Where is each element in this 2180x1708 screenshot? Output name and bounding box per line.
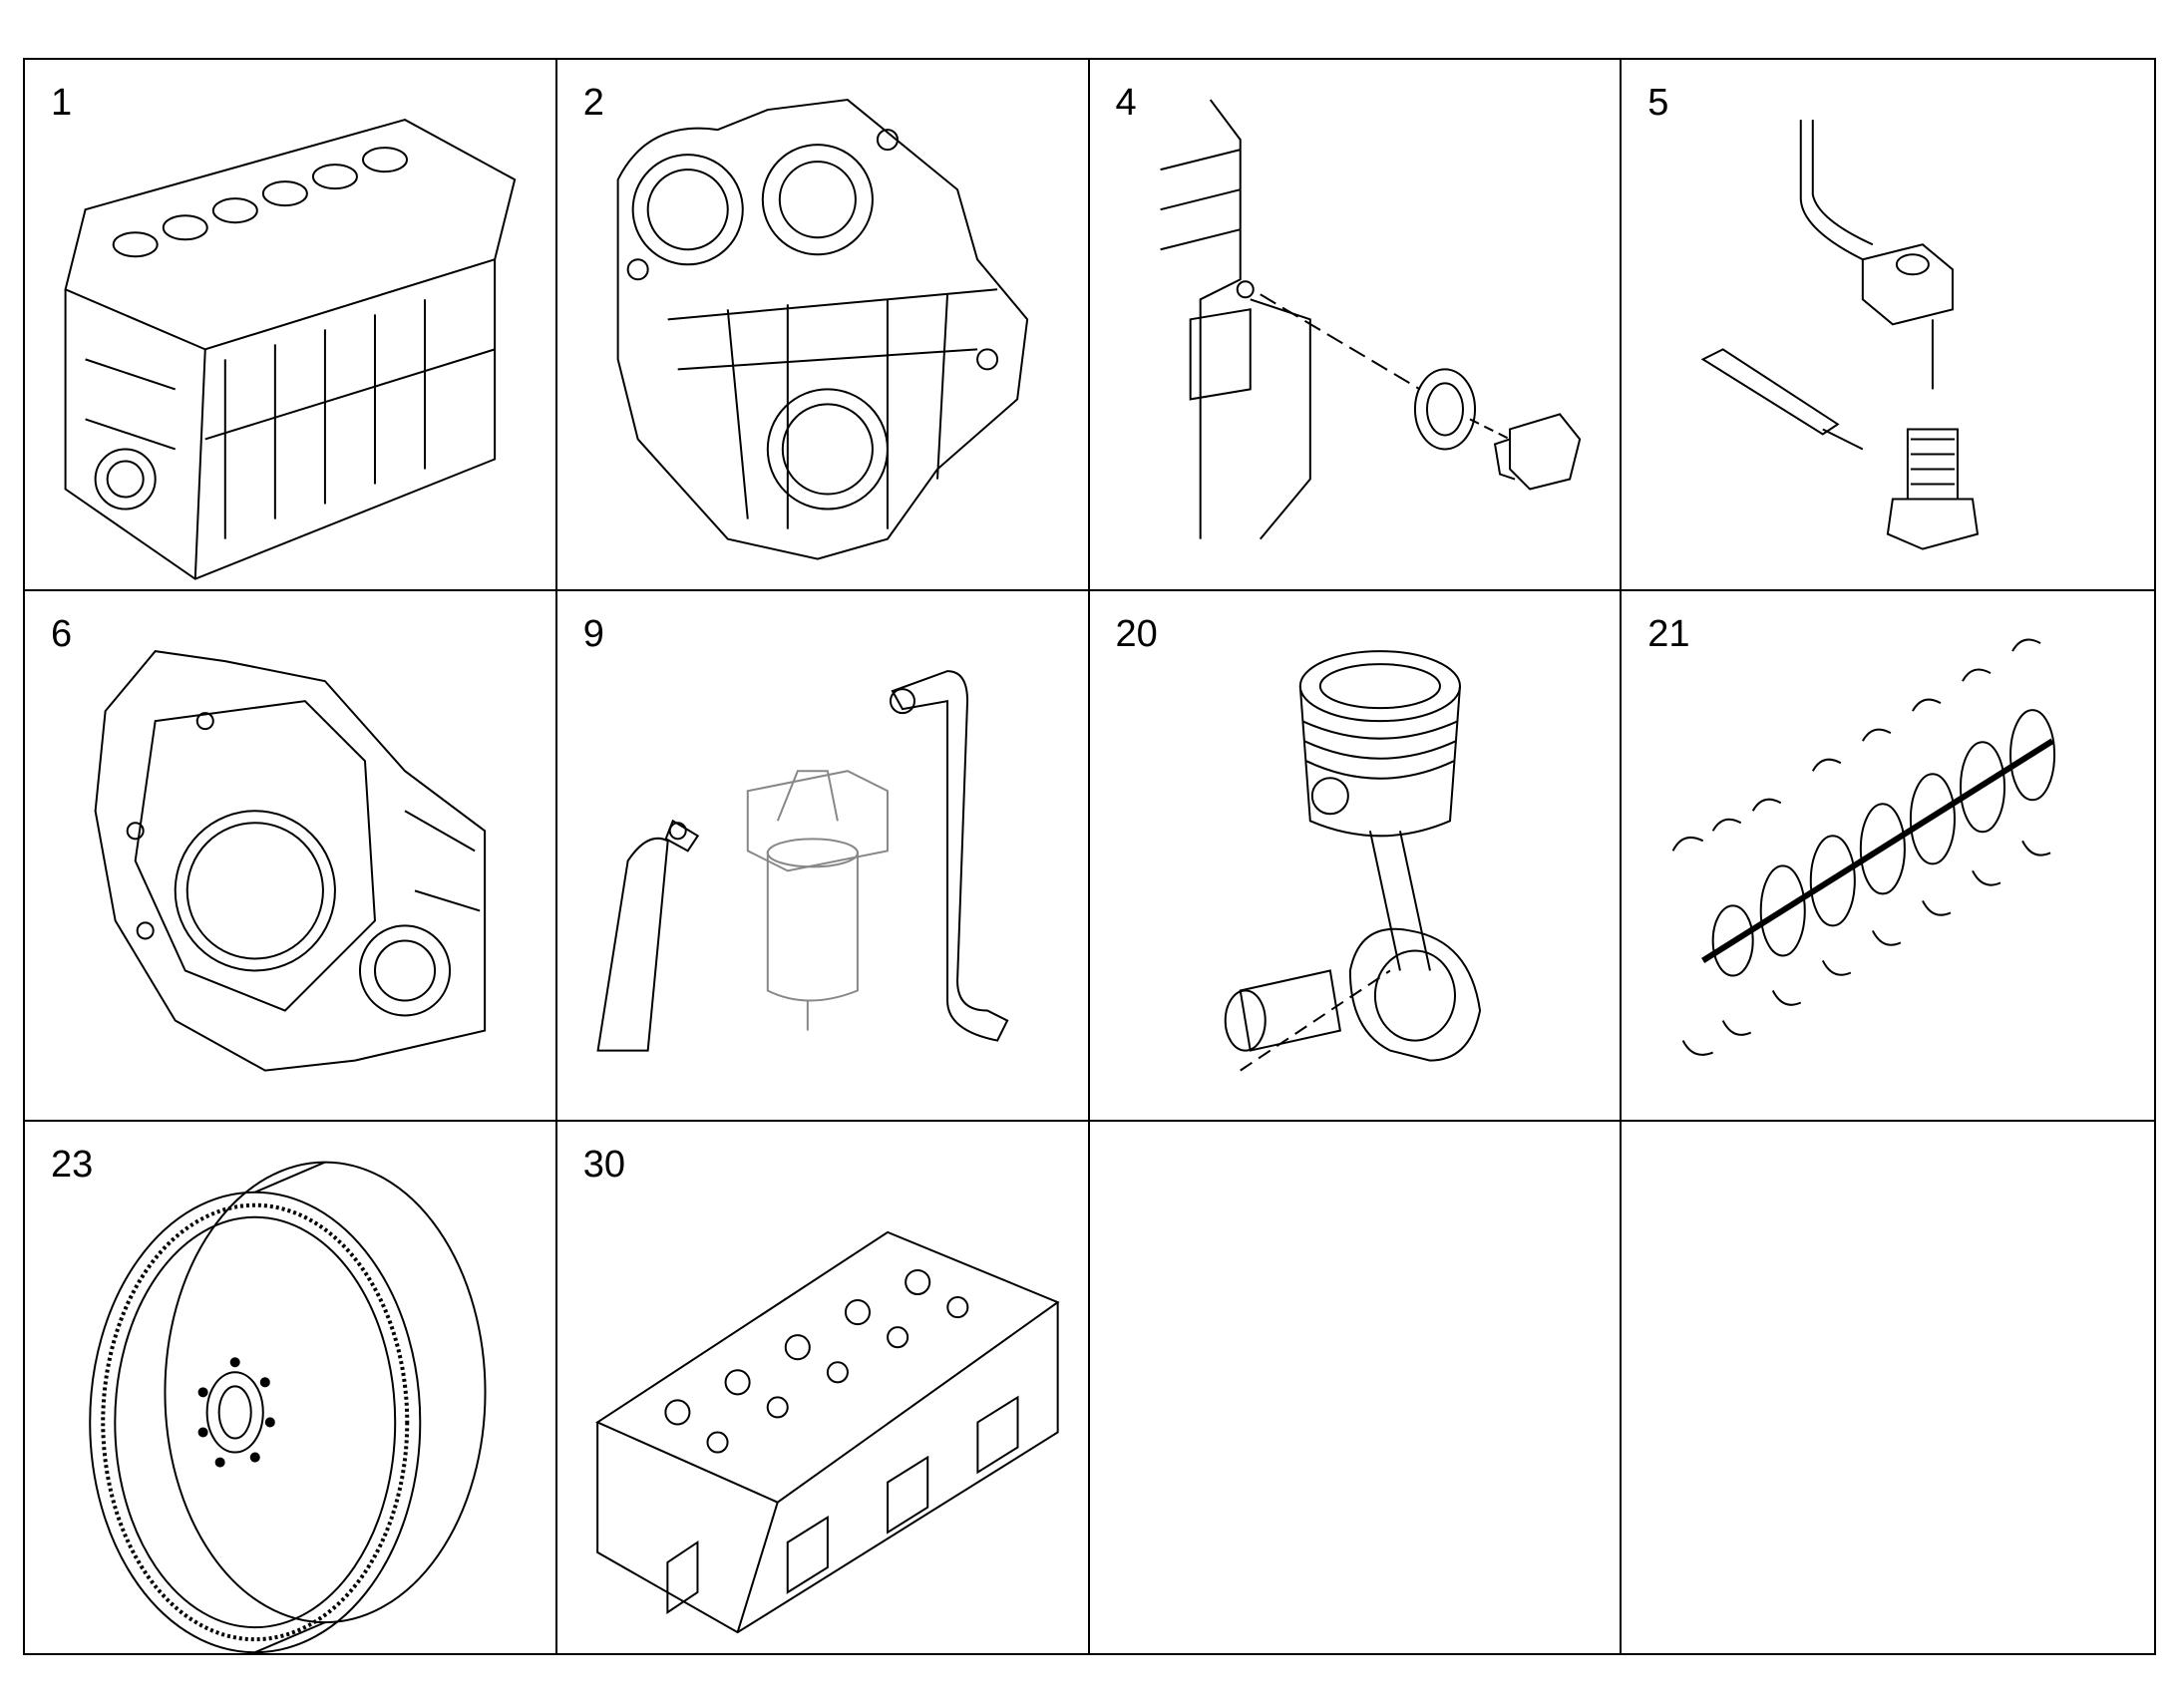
panel-6[interactable]: 6 [25,590,557,1123]
panel-4[interactable]: 4 [1089,60,1623,591]
panel-5[interactable]: 5 [1622,60,2154,591]
panel-2[interactable]: 2 [556,60,1090,591]
panel-21[interactable]: 21 [1622,590,2154,1123]
panel-9[interactable]: 9 [556,590,1090,1123]
engine-block-icon [25,60,555,589]
panel-number: 30 [582,1144,626,1187]
oil-pipe-banjo-icon [1622,60,2154,589]
panel-number: 5 [1647,82,1669,124]
drain-plug-icon [1090,60,1621,589]
panel-empty [1622,1122,2154,1653]
panel-number: 21 [1647,612,1690,655]
fuel-filter-hoses-icon [557,591,1088,1121]
panel-number: 1 [51,82,73,124]
piston-conrod-icon [1090,591,1621,1121]
flywheel-housing-icon [25,591,555,1121]
panel-number: 23 [51,1144,94,1187]
panel-number: 4 [1115,82,1137,124]
flywheel-icon [25,1122,555,1653]
panel-30[interactable]: 30 [556,1122,1090,1653]
panel-number: 20 [1115,612,1158,655]
panel-number: 6 [51,612,73,655]
panel-empty [1089,1122,1623,1653]
panel-23[interactable]: 23 [25,1122,557,1653]
panel-1[interactable]: 1 [25,60,557,591]
panel-20[interactable]: 20 [1089,590,1623,1123]
cylinder-head-icon [557,1122,1088,1653]
panel-number: 2 [582,82,604,124]
panel-number: 9 [582,612,604,655]
crankshaft-bearings-icon [1622,591,2154,1121]
parts-grid: 1 2 [23,58,2156,1655]
timing-case-icon [557,60,1088,589]
